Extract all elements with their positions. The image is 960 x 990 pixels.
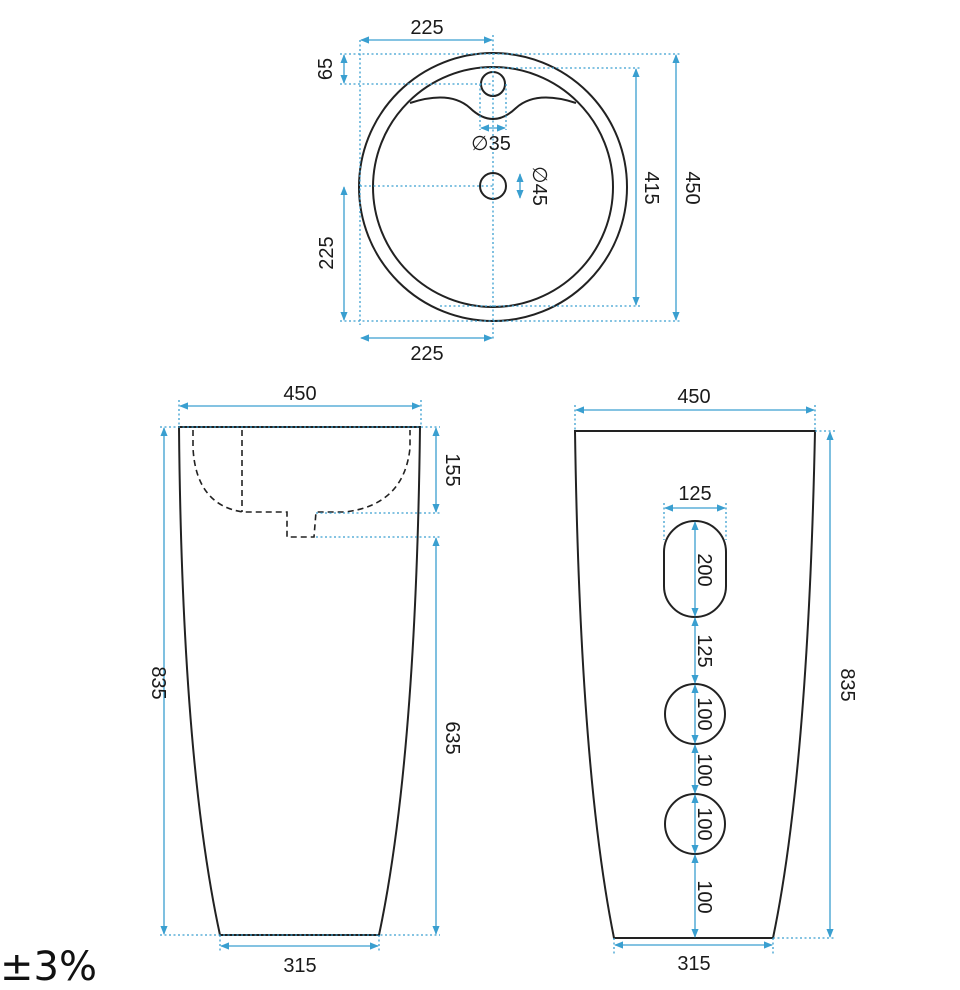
side-total-height-label: 835 — [147, 666, 169, 699]
side-drain-height-label: 635 — [441, 721, 463, 754]
outer-dia-label: 450 — [681, 171, 703, 204]
top-width-upper-label: 225 — [410, 17, 443, 39]
top-height-lower-label: 225 — [316, 236, 338, 269]
inner-dia-label: 415 — [640, 171, 662, 204]
top-width-lower-label: 225 — [410, 343, 443, 365]
back-gap-2-label: 100 — [693, 753, 715, 786]
side-view: 450 155 835 635 315 — [147, 383, 463, 977]
back-circle-opening-1 — [664, 683, 726, 745]
back-top-width-label: 450 — [677, 386, 710, 408]
back-gap-1-label: 125 — [693, 634, 715, 667]
overflow-ledge — [409, 96, 577, 120]
drain-hole — [479, 172, 507, 200]
side-top-width-label: 450 — [283, 383, 316, 405]
back-circle-opening-2 — [664, 793, 726, 855]
back-total-height-label: 835 — [836, 668, 858, 701]
top-view: 225 65 ∅35 ∅45 415 450 225 225 — [315, 17, 703, 365]
back-view: 450 125 200 125 100 100 100 100 835 315 — [573, 386, 858, 975]
side-bottom-width-label: 315 — [283, 955, 316, 977]
back-slot-opening — [663, 520, 727, 618]
back-bottom-width-label: 315 — [677, 953, 710, 975]
side-bowl-depth-label: 155 — [441, 453, 463, 486]
side-bowl-hidden — [192, 430, 411, 538]
hole-small-dia-label: ∅35 — [471, 133, 511, 155]
side-body-outline — [177, 426, 422, 936]
back-slot-height-label: 200 — [693, 553, 715, 586]
tolerance-note: ±3% — [0, 944, 97, 990]
hole-large-dia-label: ∅45 — [528, 166, 550, 206]
back-gap-3-label: 100 — [693, 880, 715, 913]
hole-offset-label: 65 — [315, 58, 337, 80]
basin-outer-rim — [358, 52, 628, 322]
back-circle-2-label: 100 — [693, 807, 715, 840]
back-circle-1-label: 100 — [693, 697, 715, 730]
back-slot-width-label: 125 — [678, 483, 711, 505]
